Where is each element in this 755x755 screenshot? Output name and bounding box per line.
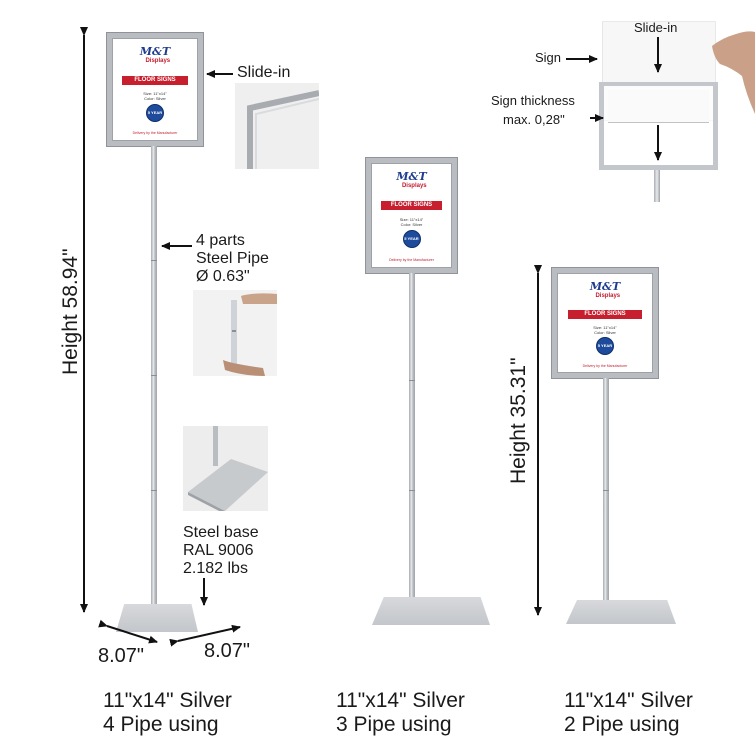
sign-color-text: Color: Silver — [144, 96, 166, 101]
pipe-joint — [151, 260, 157, 261]
insert-sign-label: Sign — [535, 50, 562, 65]
caption-pipes: 2 Pipe using — [564, 713, 680, 736]
hand-image — [712, 24, 755, 115]
caption-2-pipe: 11"x14" Silver 2 Pipe using — [564, 689, 693, 737]
slide-in-label: Slide-in — [237, 64, 291, 81]
caption-3-pipe: 11"x14" Silver 3 Pipe using — [336, 689, 465, 737]
width-dimension-line — [169, 624, 241, 647]
sign-color-text: Color: Silver — [594, 330, 616, 335]
sign-poster: M&T Displays FLOOR SIGNS Size: 11"x14" C… — [375, 167, 448, 264]
sign-size-text: Size: 11"x14" — [399, 217, 424, 222]
pipe-diameter-label: Ø 0.63" — [196, 268, 250, 285]
caption-4-pipe: 11"x14" Silver 4 Pipe using — [103, 689, 232, 737]
thickness-value: max. 0,28" — [503, 112, 565, 127]
frame-inner — [608, 90, 709, 123]
sign-tagline: Delivery by the Manufacturer — [389, 258, 434, 262]
brand-logo: M&T Displays — [396, 170, 427, 189]
insert-slide-in-label: Slide-in — [634, 20, 678, 35]
caption-pipes: 3 Pipe using — [336, 713, 452, 736]
base-material-label: Steel base — [183, 524, 259, 541]
sign-tagline: Delivery by the Manufacturer — [132, 131, 178, 135]
steel-pipe — [409, 273, 415, 598]
width-dimension-line — [98, 619, 158, 644]
base-width-right: 8.07" — [204, 640, 251, 662]
pipe-joint — [409, 380, 415, 381]
sign-size-text: Size: 11"x14" — [143, 91, 167, 96]
pipe-assembly-photo — [193, 290, 277, 376]
pipe-parts-label: 4 parts — [196, 232, 245, 249]
sign-poster: M&T Displays FLOOR SIGNS Size: 11"x14" C… — [116, 42, 194, 137]
pipe-joint — [603, 490, 609, 491]
height-tall-label-wrap: Height 58.94" — [11, 248, 131, 375]
height-tall-label: Height 58.94" — [59, 248, 82, 375]
base-width-left: 8.07" — [98, 645, 145, 667]
height-short-label: Height 35.31" — [507, 357, 530, 484]
steel-base-photo — [183, 426, 268, 511]
pipe-joint — [409, 490, 415, 491]
brand-logo: M&T Displays — [589, 280, 621, 299]
steel-pipe — [151, 146, 157, 606]
caption-size: 11"x14" Silver — [336, 689, 465, 712]
pipe-joint — [151, 375, 157, 376]
pipe-joint — [151, 490, 157, 491]
sign-frame: M&T Displays FLOOR SIGNS Size: 11"x14" C… — [107, 33, 203, 146]
warranty-badge: 5 YEAR — [402, 230, 421, 248]
sign-frame: M&T Displays FLOOR SIGNS Size: 11"x14" C… — [366, 158, 457, 273]
sign-size-text: Size: 11"x14" — [593, 325, 617, 330]
slide-in-detail-photo — [235, 83, 319, 169]
base-color-label: RAL 9006 — [183, 542, 254, 559]
brand-logo: M&T Displays — [139, 45, 171, 64]
pipe-material-label: Steel Pipe — [196, 250, 269, 267]
warranty-badge: 5 YEAR — [146, 104, 164, 122]
caption-size: 11"x14" Silver — [103, 689, 232, 712]
steel-base — [566, 600, 676, 624]
frame-stem — [654, 170, 660, 202]
warranty-badge: 5 YEAR — [596, 337, 614, 355]
base-weight-label: 2.182 lbs — [183, 560, 248, 577]
caption-size: 11"x14" Silver — [564, 689, 693, 712]
sign-frame: M&T Displays FLOOR SIGNS Size: 11"x14" C… — [552, 268, 658, 378]
sign-tagline: Delivery by the Manufacturer — [582, 364, 628, 368]
thickness-label: Sign thickness — [491, 93, 575, 108]
steel-base — [372, 597, 490, 625]
sign-poster: M&T Displays FLOOR SIGNS Size: 11"x14" C… — [561, 277, 649, 369]
sign-color-text: Color: Silver — [400, 222, 423, 227]
caption-pipes: 4 Pipe using — [103, 713, 219, 736]
height-short-label-wrap: Height 35.31" — [459, 357, 579, 484]
